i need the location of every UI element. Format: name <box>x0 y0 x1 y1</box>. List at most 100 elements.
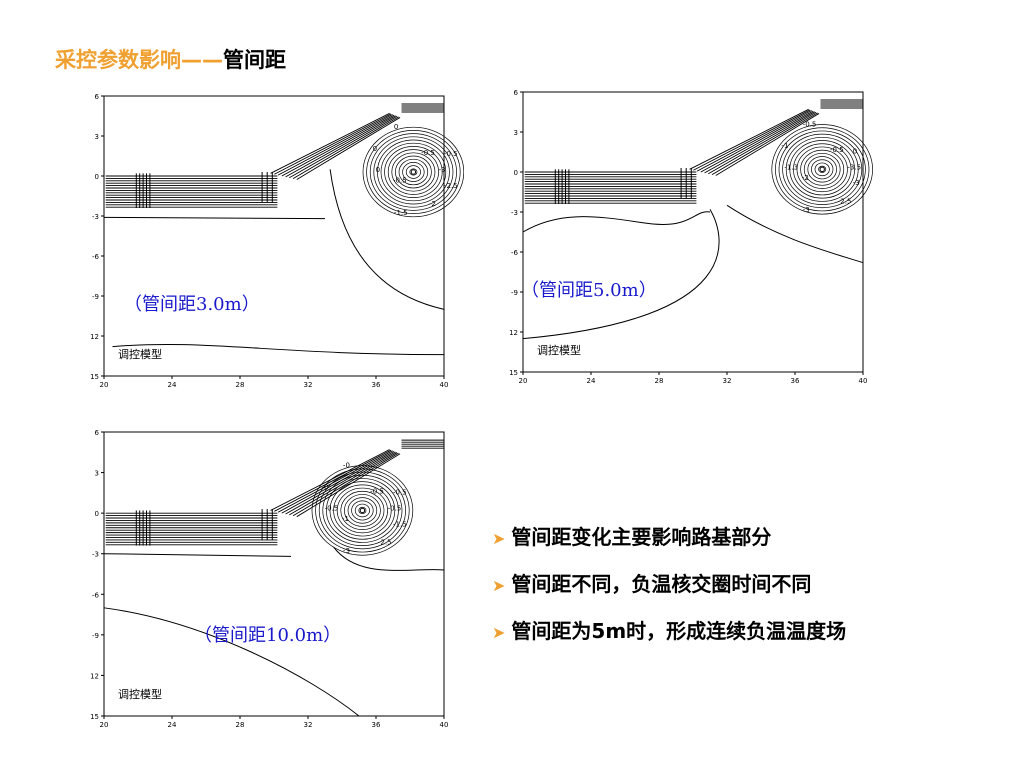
contour-value-label: -0.5 <box>388 504 402 512</box>
y-tick-label: 15 <box>90 713 99 721</box>
y-tick-label: 0 <box>95 510 99 518</box>
y-tick-label: 6 <box>95 93 100 101</box>
x-tick-label: 36 <box>372 721 381 729</box>
contour-ring <box>311 465 414 556</box>
contour-value-label: -2.5 <box>838 198 852 206</box>
contour-value-label: -0.5 <box>444 150 458 158</box>
contour-value-label: -0.5 <box>803 121 817 129</box>
contour-value-label: -2.5 <box>378 539 392 547</box>
contour-ring <box>347 497 378 524</box>
y-tick-label: 3 <box>95 133 99 141</box>
y-tick-label: 15 <box>509 369 518 377</box>
contour-ring <box>315 468 410 553</box>
contour-value-label: -0 <box>343 462 350 470</box>
contour-ring <box>377 139 450 205</box>
contour-line <box>281 114 395 177</box>
contour-line <box>333 546 445 571</box>
contour-line <box>726 204 864 264</box>
y-tick-label: 6 <box>95 429 100 437</box>
x-tick-label: 24 <box>168 381 177 389</box>
contour-line <box>270 112 390 174</box>
contour-ring <box>398 158 429 186</box>
contour-line <box>277 450 393 513</box>
contour-line <box>711 112 818 176</box>
arrow-bullet-icon: ➤ <box>492 576 506 595</box>
y-tick-label: -9 <box>92 632 99 640</box>
contour-line <box>522 211 711 233</box>
x-tick-label: 40 <box>440 381 449 389</box>
contour-line <box>693 109 811 171</box>
contour-line <box>329 169 445 310</box>
contour-value-label: -1.3 <box>784 163 798 171</box>
contour-line <box>704 111 815 174</box>
contour-line <box>281 450 395 514</box>
pipe-marker <box>410 169 417 175</box>
contour-line <box>274 113 392 175</box>
x-tick-label: 20 <box>519 377 528 385</box>
y-tick-label: -3 <box>92 213 99 221</box>
contour-value-label: -2.5 <box>444 182 458 190</box>
contour-value-label: -0 <box>322 483 329 491</box>
contour-line <box>289 452 398 516</box>
x-tick-label: 20 <box>100 721 109 729</box>
y-tick-label: 12 <box>509 329 518 337</box>
y-tick-label: 0 <box>514 169 518 177</box>
contour-value-label: -0.5 <box>370 487 384 495</box>
plot-frame <box>103 431 445 717</box>
contour-value-label: -1.5 <box>394 209 408 217</box>
x-tick-label: 36 <box>791 377 800 385</box>
contour-line <box>285 451 396 515</box>
frozen-core-contours <box>311 465 414 556</box>
contour-value-label: -3 <box>343 547 350 555</box>
pipe-marker <box>359 507 366 514</box>
contour-line <box>708 111 817 175</box>
contour-ring <box>387 149 439 195</box>
contour-line <box>689 108 809 170</box>
contour-value-label: -3 <box>853 179 860 187</box>
contour-line <box>696 110 812 172</box>
x-tick-label: 28 <box>236 381 245 389</box>
plot-caption: （管间距5.0m） <box>521 280 657 301</box>
contour-ring <box>775 127 870 212</box>
bullet-text: 管间距不同，负温核交圈时间不同 <box>511 572 812 596</box>
contour-value-label: -1 <box>342 515 349 523</box>
contour-ring <box>366 130 461 214</box>
x-tick-label: 40 <box>440 721 449 729</box>
contour-ring <box>340 490 385 530</box>
frozen-core-contours <box>771 124 873 215</box>
contour-ring <box>329 481 396 540</box>
y-tick-label: -9 <box>511 289 518 297</box>
contour-line <box>277 114 393 176</box>
contour-line <box>103 553 292 557</box>
contour-ring <box>782 133 863 205</box>
x-tick-label: 36 <box>372 381 381 389</box>
x-tick-label: 24 <box>168 721 177 729</box>
plot-caption: （管间距10.0m） <box>194 625 341 646</box>
slope-contour-band <box>689 99 863 176</box>
contour-value-label: -3.5 <box>847 163 861 171</box>
contour-ring <box>402 162 425 182</box>
contour-value-label: 0 <box>373 145 377 153</box>
y-tick-label: 0 <box>95 173 99 181</box>
contour-ring <box>793 143 852 196</box>
contour-line <box>112 343 445 356</box>
bullet-item: ➤管间距变化主要影响路基部分 <box>492 522 846 569</box>
contour-line <box>292 452 399 517</box>
contour-ring <box>333 484 392 537</box>
contour-ring <box>354 503 370 518</box>
contour-ring <box>322 474 403 546</box>
y-tick-label: -3 <box>511 209 518 217</box>
contour-value-label: -3 <box>803 206 810 214</box>
outer-contours <box>103 546 445 717</box>
contour-ring <box>778 130 866 209</box>
contour-value-label: -0.5 <box>393 489 407 497</box>
contour-ring <box>771 124 873 215</box>
frozen-core-contours <box>362 126 464 218</box>
contour-ring <box>380 142 447 202</box>
contour-ring <box>373 136 454 208</box>
